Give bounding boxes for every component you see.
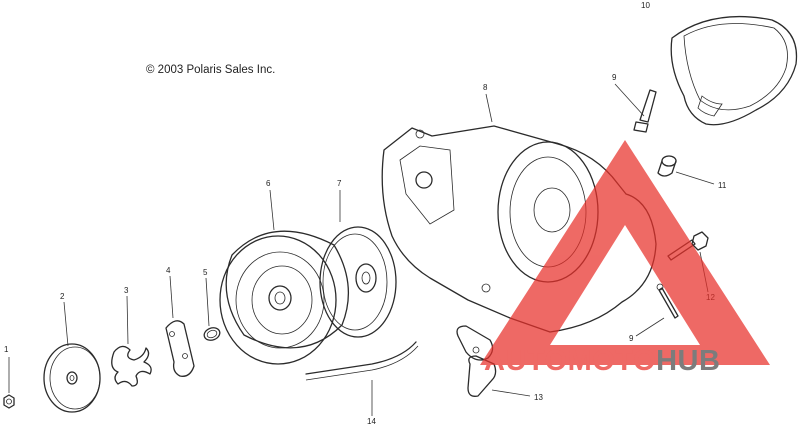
callout-13: 13	[534, 393, 543, 402]
callout-9-upper: 9	[612, 73, 617, 82]
callout-11: 11	[718, 181, 727, 190]
watermark-logo: AUTOMOTOHUB	[480, 140, 770, 377]
callout-14: 14	[367, 417, 376, 425]
part-11-bushing	[657, 155, 677, 177]
callout-4: 4	[166, 266, 171, 275]
callout-1: 1	[4, 345, 9, 354]
part-14-rope	[305, 341, 419, 381]
part-9-bolt-upper	[633, 89, 657, 133]
callout-10: 10	[641, 1, 650, 10]
watermark-text: AUTOMOTOHUB	[484, 345, 720, 377]
callout-9-lower: 9	[629, 334, 634, 343]
part-4-pawl	[165, 320, 195, 377]
part-1-nut	[3, 394, 15, 409]
part-5-ring	[203, 327, 221, 341]
part-9-pin-lower	[656, 283, 679, 319]
watermark-text-primary: AUTOMOTO	[484, 345, 656, 377]
part-6-pulley	[219, 230, 350, 365]
callout-7: 7	[337, 179, 342, 188]
watermark-text-secondary: HUB	[656, 345, 720, 377]
callout-2: 2	[60, 292, 65, 301]
part-3-spring	[111, 345, 152, 387]
callout-5: 5	[203, 268, 208, 277]
callout-6: 6	[266, 179, 271, 188]
part-2-disc	[43, 343, 101, 413]
part-8-housing	[381, 125, 657, 333]
copyright-text: © 2003 Polaris Sales Inc.	[146, 64, 275, 76]
callout-8: 8	[483, 83, 488, 92]
callout-3: 3	[124, 286, 129, 295]
leader-lines	[8, 83, 715, 416]
watermark-triangle	[480, 140, 770, 365]
part-7-cup	[319, 226, 397, 338]
part-10-handle	[670, 15, 798, 126]
